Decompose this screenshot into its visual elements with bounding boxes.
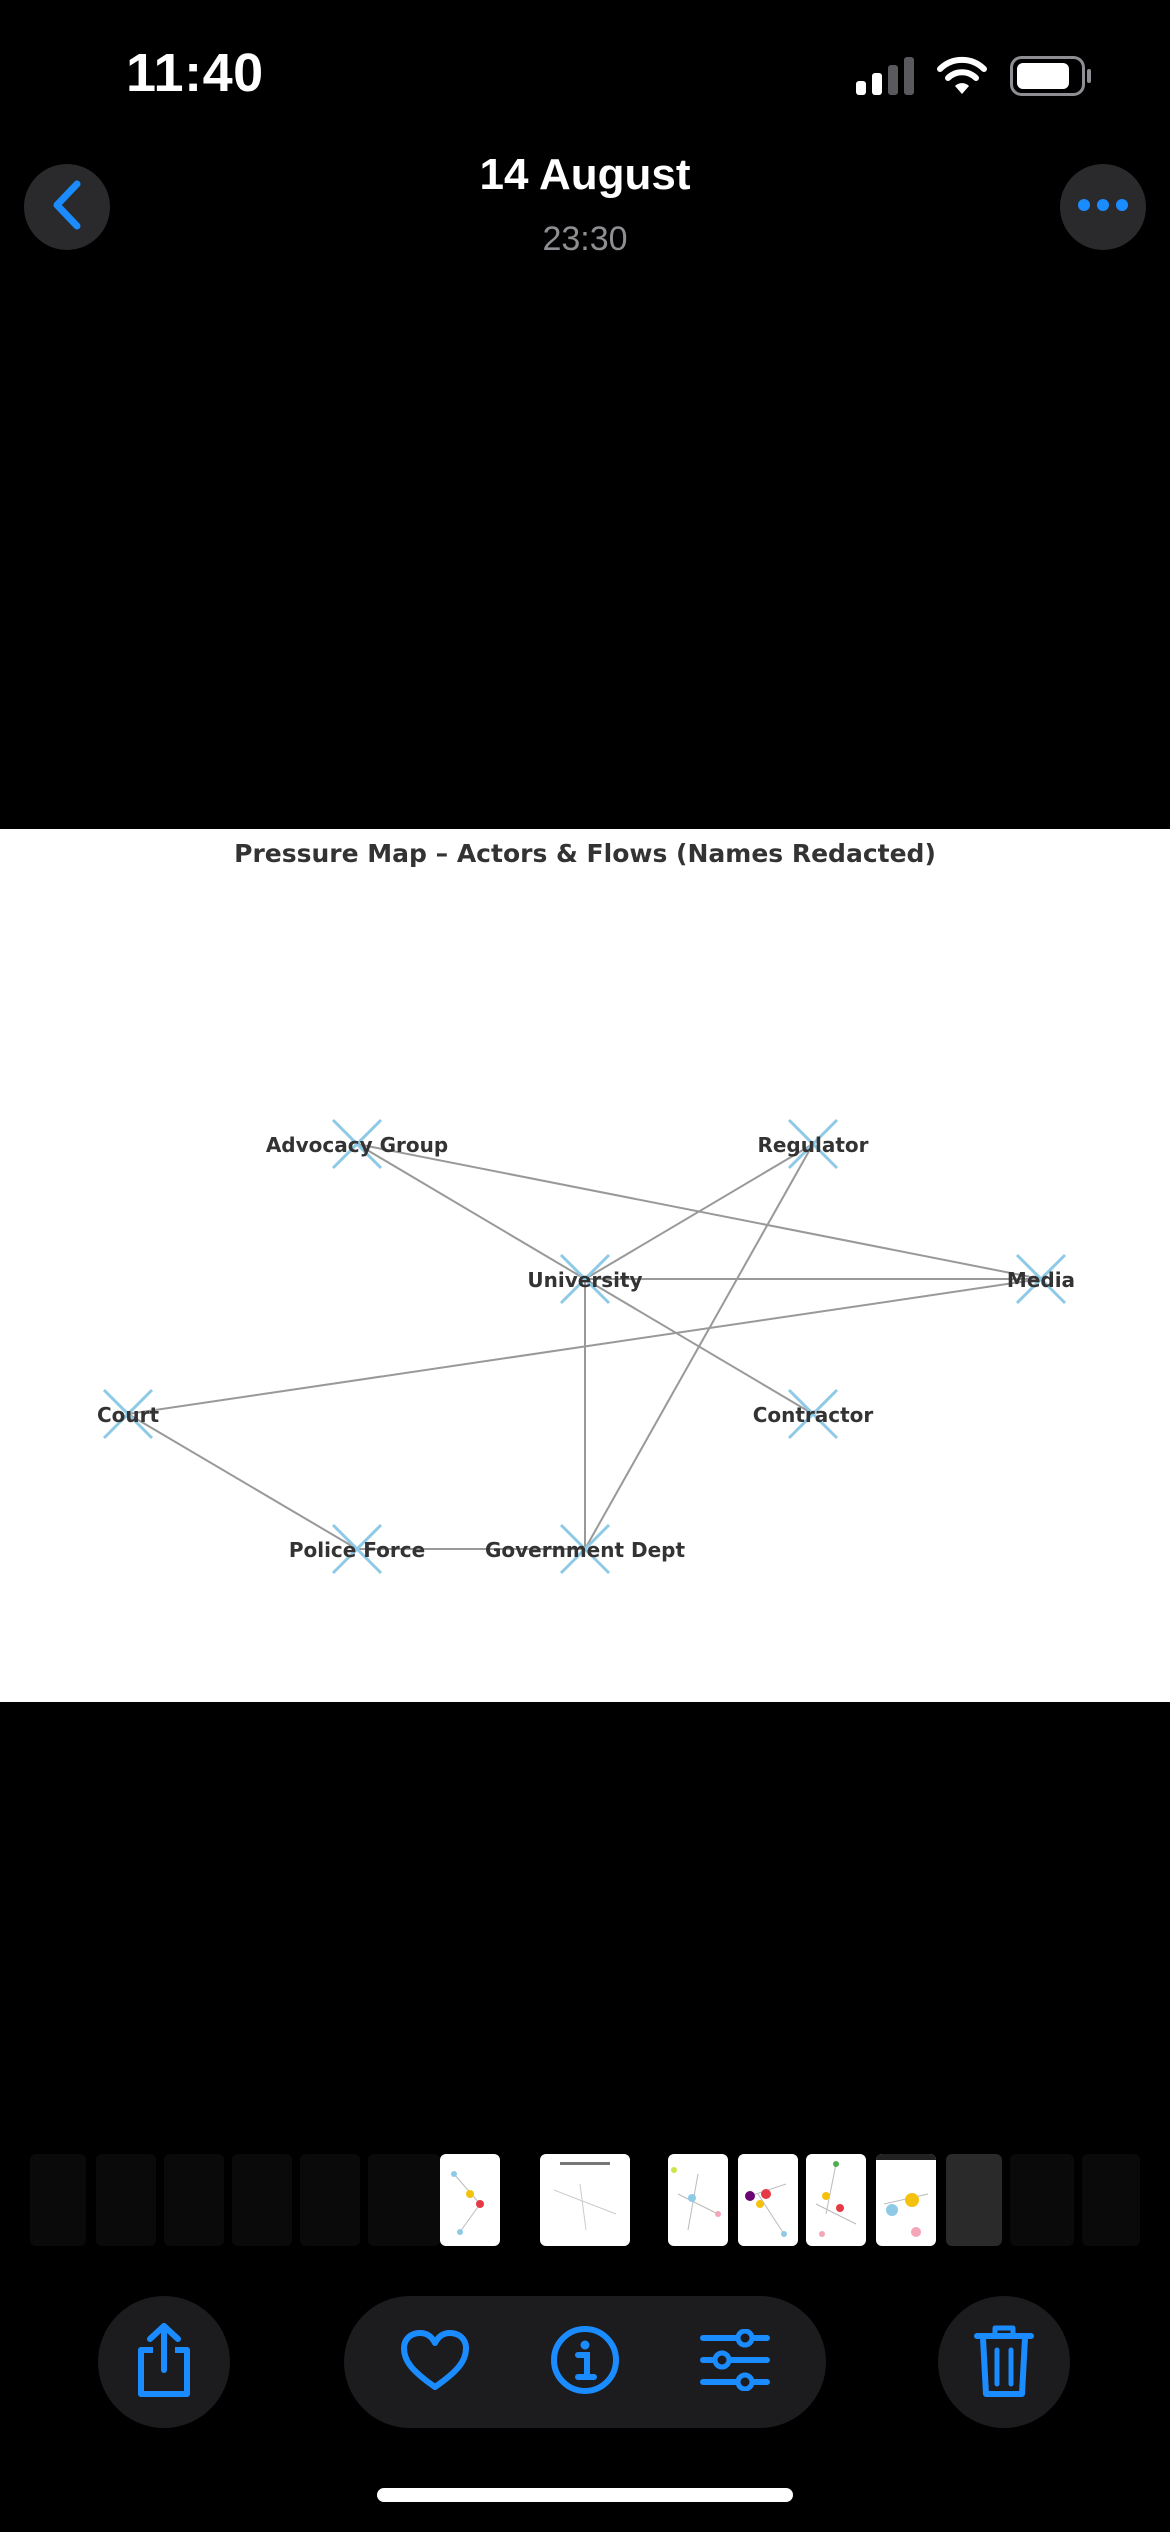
battery-icon (1010, 55, 1092, 101)
node-label: Contractor (753, 1403, 874, 1427)
node-label: Court (97, 1403, 160, 1427)
thumbnail[interactable] (1010, 2154, 1074, 2246)
thumbnail[interactable] (806, 2154, 866, 2246)
graph-node: Regulator (757, 1118, 869, 1170)
thumbnail[interactable] (440, 2154, 500, 2246)
info-button[interactable] (545, 2322, 625, 2402)
thumbnail[interactable] (300, 2154, 360, 2246)
share-button[interactable] (98, 2296, 230, 2428)
node-marker (331, 1523, 383, 1575)
nav-header: 14 August 23:30 (0, 140, 1170, 280)
thumbnail[interactable] (668, 2154, 728, 2246)
node-marker (1015, 1253, 1067, 1305)
thumbnail-strip[interactable] (0, 2154, 1170, 2246)
node-label: Advocacy Group (266, 1133, 448, 1157)
status-time: 11:40 (126, 43, 264, 103)
status-bar: 11:40 (0, 0, 1170, 150)
sliders-icon (700, 2328, 770, 2396)
graph-node: University (527, 1253, 643, 1305)
node-marker (559, 1523, 611, 1575)
heart-icon (400, 2329, 470, 2396)
node-label: Government Dept (485, 1538, 686, 1562)
photo-viewer-image[interactable]: Pressure Map – Actors & Flows (Names Red… (0, 829, 1170, 1702)
thumbnail[interactable] (164, 2154, 224, 2246)
home-indicator[interactable] (377, 2488, 793, 2502)
wifi-icon (936, 56, 988, 101)
graph-edge (356, 1143, 586, 1280)
action-pill (344, 2296, 826, 2428)
thumbnail[interactable] (540, 2154, 630, 2246)
status-icons (856, 55, 1092, 101)
graph-node: Court (97, 1388, 160, 1440)
back-button[interactable] (24, 164, 110, 250)
thumbnail[interactable] (96, 2154, 156, 2246)
node-marker (331, 1118, 383, 1170)
thumbnail[interactable] (946, 2154, 1002, 2246)
graph-node: Media (1007, 1253, 1075, 1305)
favorite-button[interactable] (395, 2322, 475, 2402)
more-options-button[interactable] (1060, 164, 1146, 250)
photo-time-subtitle: 23:30 (542, 220, 628, 258)
node-marker (787, 1388, 839, 1440)
graph-edges (127, 1143, 1042, 1550)
thumbnail[interactable] (876, 2154, 936, 2246)
delete-button[interactable] (938, 2296, 1070, 2428)
thumbnail[interactable] (1082, 2154, 1140, 2246)
graph-title: Pressure Map – Actors & Flows (Names Red… (234, 839, 936, 868)
node-marker (559, 1253, 611, 1305)
thumbnail[interactable] (368, 2154, 440, 2246)
graph-edge (127, 1278, 1042, 1415)
ellipsis-icon (1077, 198, 1129, 217)
graph-node: Contractor (753, 1388, 874, 1440)
node-marker (787, 1118, 839, 1170)
thumbnail[interactable] (738, 2154, 798, 2246)
graph-edge (584, 1143, 814, 1280)
trash-icon (973, 2322, 1035, 2403)
node-label: University (527, 1268, 642, 1292)
node-label: Regulator (757, 1133, 868, 1157)
graph-node: Advocacy Group (266, 1118, 448, 1170)
graph-edge (584, 1278, 814, 1415)
photo-date-title: 14 August (479, 150, 691, 199)
node-marker (102, 1388, 154, 1440)
node-label: Media (1007, 1268, 1075, 1292)
adjust-button[interactable] (695, 2322, 775, 2402)
chevron-left-icon (51, 180, 83, 235)
graph-node: Government Dept (485, 1523, 686, 1575)
share-icon (133, 2322, 195, 2403)
graph-node: Police Force (289, 1523, 425, 1575)
graph-edge (127, 1413, 358, 1550)
network-graph: Pressure Map – Actors & Flows (Names Red… (97, 839, 1075, 1575)
photo-toolbar (0, 2296, 1170, 2431)
info-icon (550, 2325, 620, 2400)
thumbnail[interactable] (30, 2154, 86, 2246)
cellular-signal-icon (856, 56, 914, 100)
thumbnail[interactable] (232, 2154, 292, 2246)
node-label: Police Force (289, 1538, 425, 1562)
